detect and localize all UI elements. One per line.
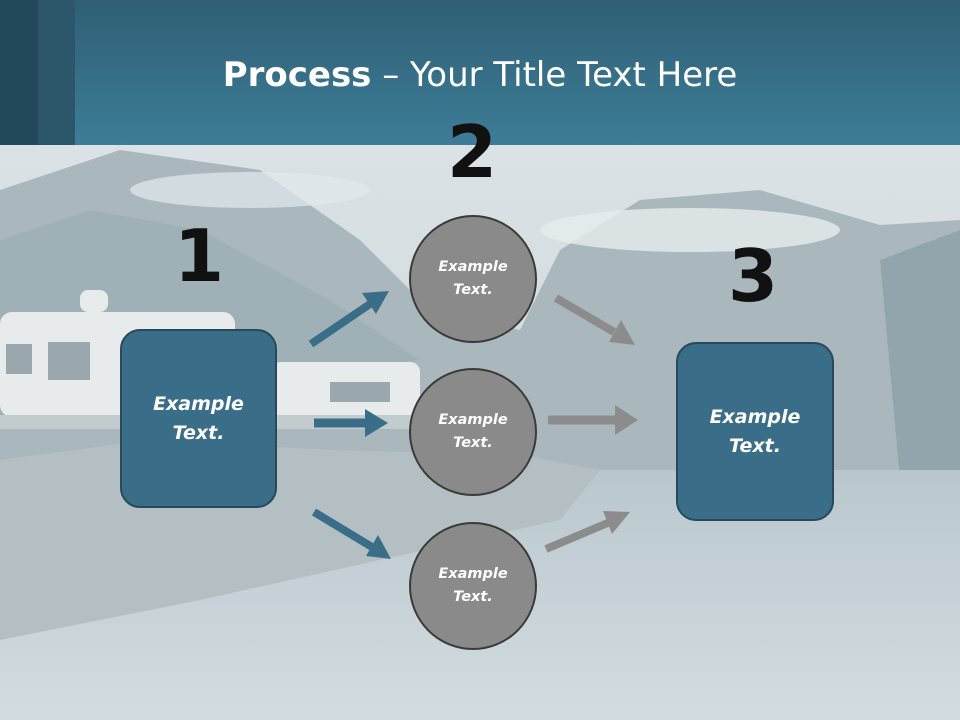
step1-box-label: Example Text.: [153, 392, 244, 444]
step-number-2: 2: [446, 110, 498, 194]
title-bold: Process: [222, 55, 372, 95]
circle-top-label: Example Text.: [438, 259, 508, 298]
step-number-3: 3: [727, 234, 779, 318]
banner-accent-dark: [0, 0, 38, 145]
banner-accent: [38, 0, 75, 145]
step-number-1: 1: [173, 214, 225, 298]
arrow-bottom-circle-to-box: [544, 511, 630, 553]
step3-box: Example Text.: [676, 342, 834, 521]
arrow-box-to-middle-circle: [314, 409, 388, 437]
title-rest: – Your Title Text Here: [371, 55, 738, 95]
arrow-box-to-top-circle: [308, 291, 389, 348]
title-banner: [0, 0, 960, 145]
arrow-top-circle-to-box: [553, 294, 635, 345]
arrow-middle-circle-to-box: [548, 405, 638, 435]
step2-circle-bottom: Example Text.: [409, 522, 537, 650]
slide-title: Process – Your Title Text Here: [0, 52, 960, 98]
step2-circle-top: Example Text.: [409, 215, 537, 343]
circle-middle-label: Example Text.: [438, 412, 508, 451]
arrow-box-to-bottom-circle: [311, 508, 391, 559]
step3-box-label: Example Text.: [709, 405, 801, 457]
step2-circle-middle: Example Text.: [409, 368, 537, 496]
step1-box: Example Text.: [120, 329, 277, 508]
circle-bottom-label: Example Text.: [438, 566, 508, 605]
